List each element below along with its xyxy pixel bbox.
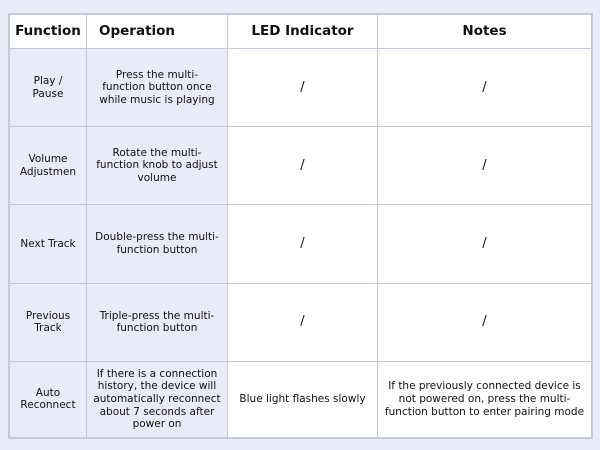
function-cell: Auto Reconnect [9, 360, 87, 439]
header-function: Function [9, 14, 87, 49]
function-cell: Play / Pause [9, 47, 87, 128]
led-cell: Blue light flashes slowly [227, 360, 378, 439]
table-row: Previous Track Triple-press the multi-fu… [9, 282, 592, 362]
header-row: Function Operation LED Indicator Notes [9, 14, 592, 49]
table-row: Next Track Double-press the multi-functi… [9, 204, 592, 284]
operation-cell: Rotate the multi-function knob to adjust… [86, 126, 228, 206]
function-table-frame: Function Operation LED Indicator Notes P… [8, 13, 593, 439]
operation-cell: Double-press the multi-function button [86, 204, 228, 284]
led-cell: / [227, 282, 378, 362]
operation-cell: If there is a connection history, the de… [86, 360, 228, 439]
header-notes: Notes [377, 14, 592, 49]
function-cell: Volume Adjustmen [9, 126, 87, 206]
table-row: Auto Reconnect If there is a connection … [9, 360, 592, 439]
notes-cell: / [377, 204, 592, 284]
led-cell: / [227, 126, 378, 206]
led-cell: / [227, 47, 378, 128]
table-row: Volume Adjustmen Rotate the multi-functi… [9, 126, 592, 206]
function-cell: Next Track [9, 204, 87, 284]
table-row: Play / Pause Press the multi-function bu… [9, 47, 592, 128]
header-led-indicator: LED Indicator [227, 14, 378, 49]
notes-cell: / [377, 47, 592, 128]
operation-cell: Triple-press the multi-function button [86, 282, 228, 362]
led-cell: / [227, 204, 378, 284]
function-cell: Previous Track [9, 282, 87, 362]
notes-cell: / [377, 282, 592, 362]
function-table: Function Operation LED Indicator Notes P… [9, 14, 592, 439]
header-operation: Operation [86, 14, 228, 49]
notes-cell: / [377, 126, 592, 206]
operation-cell: Press the multi-function button once whi… [86, 47, 228, 128]
notes-cell: If the previously connected device is no… [377, 360, 592, 439]
